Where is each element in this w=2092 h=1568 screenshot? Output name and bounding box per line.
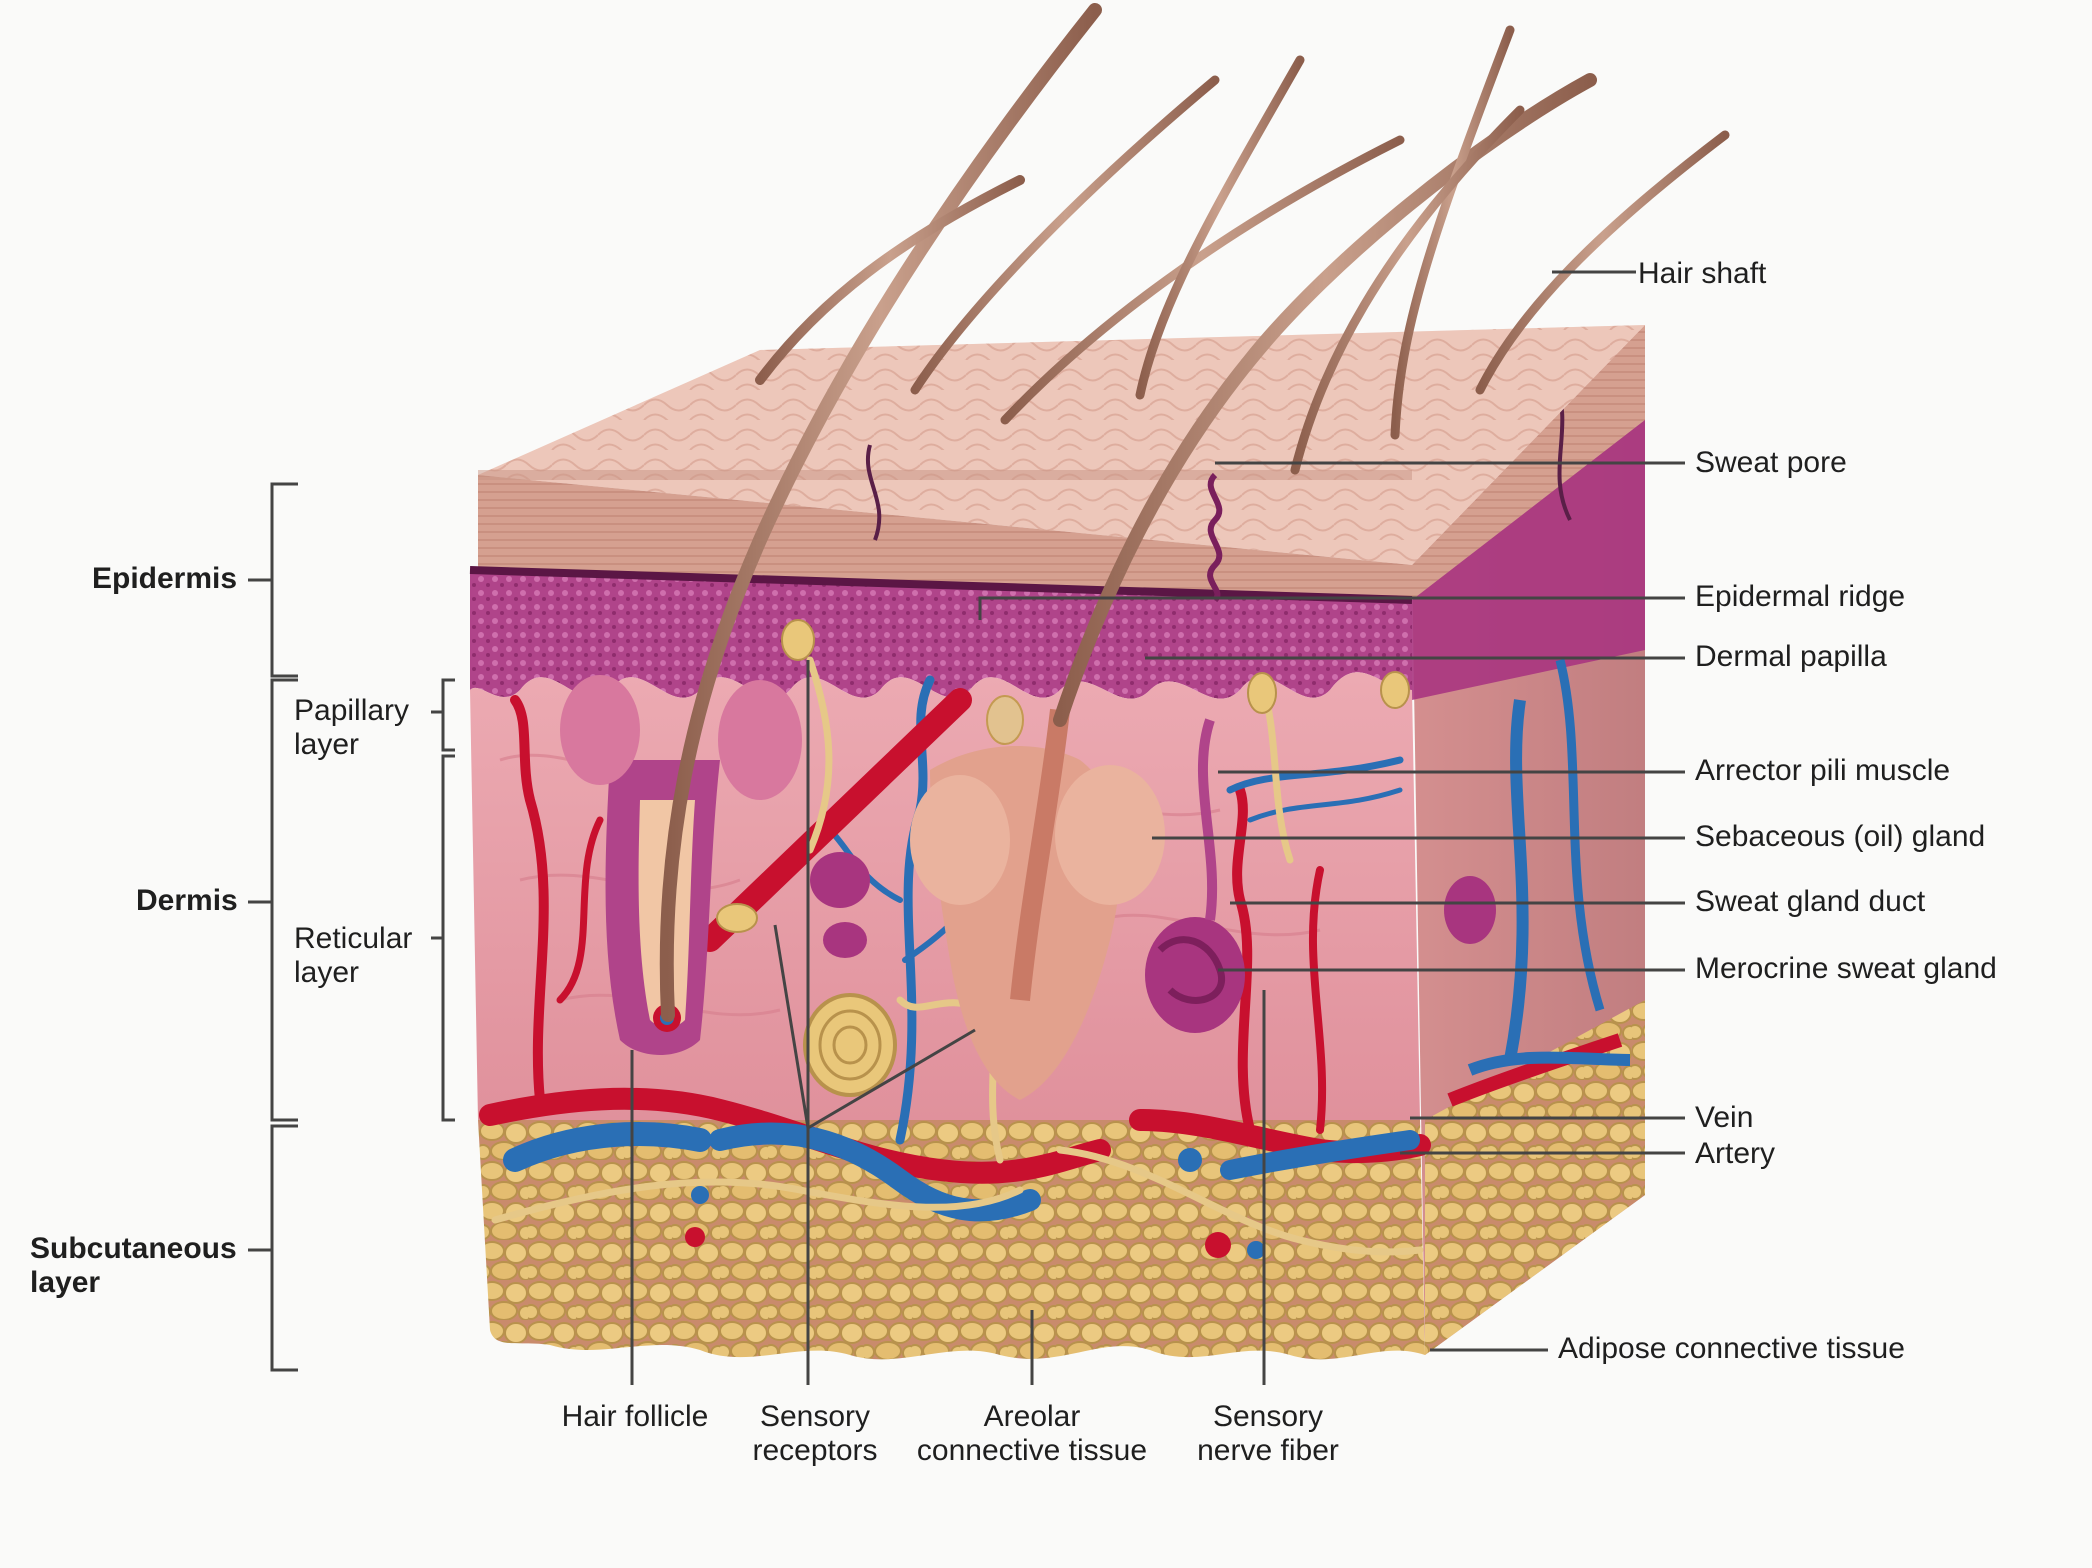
label-sensory-receptors: Sensory receptors <box>720 1400 910 1468</box>
label-dermal-papilla: Dermal papilla <box>1695 640 1887 674</box>
label-artery: Artery <box>1695 1137 1775 1171</box>
label-subcutaneous-layer: Subcutaneous layer <box>30 1232 237 1300</box>
label-hair-follicle: Hair follicle <box>540 1400 730 1434</box>
label-epidermal-ridge: Epidermal ridge <box>1695 580 1905 614</box>
label-hair-shaft: Hair shaft <box>1638 257 1766 291</box>
label-sensory-nerve-fiber: Sensory nerve fiber <box>1168 1400 1368 1468</box>
label-merocrine-sweat-gland: Merocrine sweat gland <box>1695 952 1997 986</box>
label-epidermis: Epidermis <box>92 562 237 596</box>
label-adipose-connective-tissue: Adipose connective tissue <box>1558 1332 1905 1366</box>
label-sebaceous-gland: Sebaceous (oil) gland <box>1695 820 1985 854</box>
label-areolar-connective-tissue: Areolar connective tissue <box>902 1400 1162 1468</box>
label-arrector-pili-muscle: Arrector pili muscle <box>1695 754 1950 788</box>
label-papillary-layer: Papillary layer <box>294 694 409 762</box>
label-dermis: Dermis <box>136 884 238 918</box>
label-sweat-gland-duct: Sweat gland duct <box>1695 885 1925 919</box>
label-vein: Vein <box>1695 1101 1753 1135</box>
label-reticular-layer: Reticular layer <box>294 922 412 990</box>
label-sweat-pore: Sweat pore <box>1695 446 1847 480</box>
